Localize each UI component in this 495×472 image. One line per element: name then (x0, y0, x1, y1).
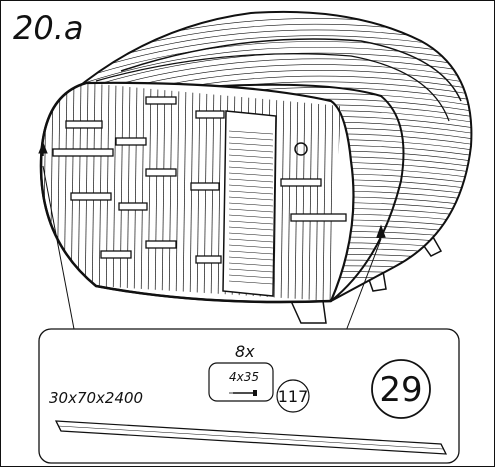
vent-icon (294, 142, 308, 156)
front-plank-line (161, 83, 166, 301)
front-plank-line (154, 83, 159, 301)
front-plank-line (287, 83, 292, 301)
door-interior-line (228, 142, 274, 147)
board-illustration (54, 420, 448, 455)
front-plank-line (294, 83, 299, 301)
door-interior-line (228, 184, 274, 189)
front-plank-line (119, 83, 124, 301)
door-interior-line (228, 166, 274, 171)
board-dimensions-label: 30x70x2400 (49, 389, 143, 407)
door-interior-line (228, 178, 274, 183)
leader-lines (42, 165, 382, 332)
part-number-label: 29 (379, 370, 422, 410)
door-interior-line (228, 256, 274, 261)
screw-icon (229, 390, 257, 396)
front-plank-line (301, 83, 306, 301)
screw-ref-circle (276, 379, 310, 413)
door-interior-line (228, 196, 274, 201)
screw-ref-label: 117 (278, 387, 309, 406)
front-plank-line (280, 83, 285, 301)
door-interior-line (228, 130, 274, 135)
front-plank-line (315, 83, 320, 301)
door-interior-line (228, 208, 274, 213)
battens (52, 96, 347, 264)
front-plank-line (322, 83, 327, 301)
front-plank-line (126, 83, 131, 301)
hoop-band (120, 38, 462, 102)
door-interior-line (228, 262, 274, 267)
front-plank-line (182, 83, 187, 301)
door-opening (222, 110, 277, 297)
hoop-band (95, 53, 450, 122)
front-plank-line (308, 83, 313, 301)
front-plank-line (133, 83, 138, 301)
door-interior-line (228, 238, 274, 243)
door-interior-line (228, 136, 274, 141)
door-interior-line (228, 214, 274, 219)
quantity-label: 8x (235, 342, 255, 361)
door-interior-line (228, 280, 274, 285)
front-plank-line (189, 83, 194, 301)
front-plank-line (147, 83, 152, 301)
door-interior-line (228, 226, 274, 231)
door-interior-line (228, 160, 274, 165)
part-number-circle (371, 359, 431, 419)
door-interior-line (228, 268, 274, 273)
door-interior-line (228, 232, 274, 237)
door-interior-line (228, 148, 274, 153)
front-plank-line (140, 83, 145, 301)
door-interior-line (228, 274, 274, 279)
front-plank-line (175, 83, 180, 301)
front-plank-line (329, 83, 334, 301)
door-interior-line (228, 244, 274, 249)
step-label: 20.a (13, 9, 84, 47)
door-interior-line (228, 172, 274, 177)
front-plank-line (168, 83, 173, 301)
door-interior-line (228, 190, 274, 195)
door-interior-line (228, 250, 274, 255)
screw-size-label: 4x35 (229, 370, 259, 384)
door-interior-line (228, 220, 274, 225)
parts-callout: 8x 4x35 117 30x70x2400 29 (38, 328, 460, 464)
front-plank-line (112, 83, 117, 301)
door-interior-line (228, 202, 274, 207)
sauna-barrel-illustration (38, 10, 473, 324)
door-interior-line (228, 154, 274, 159)
